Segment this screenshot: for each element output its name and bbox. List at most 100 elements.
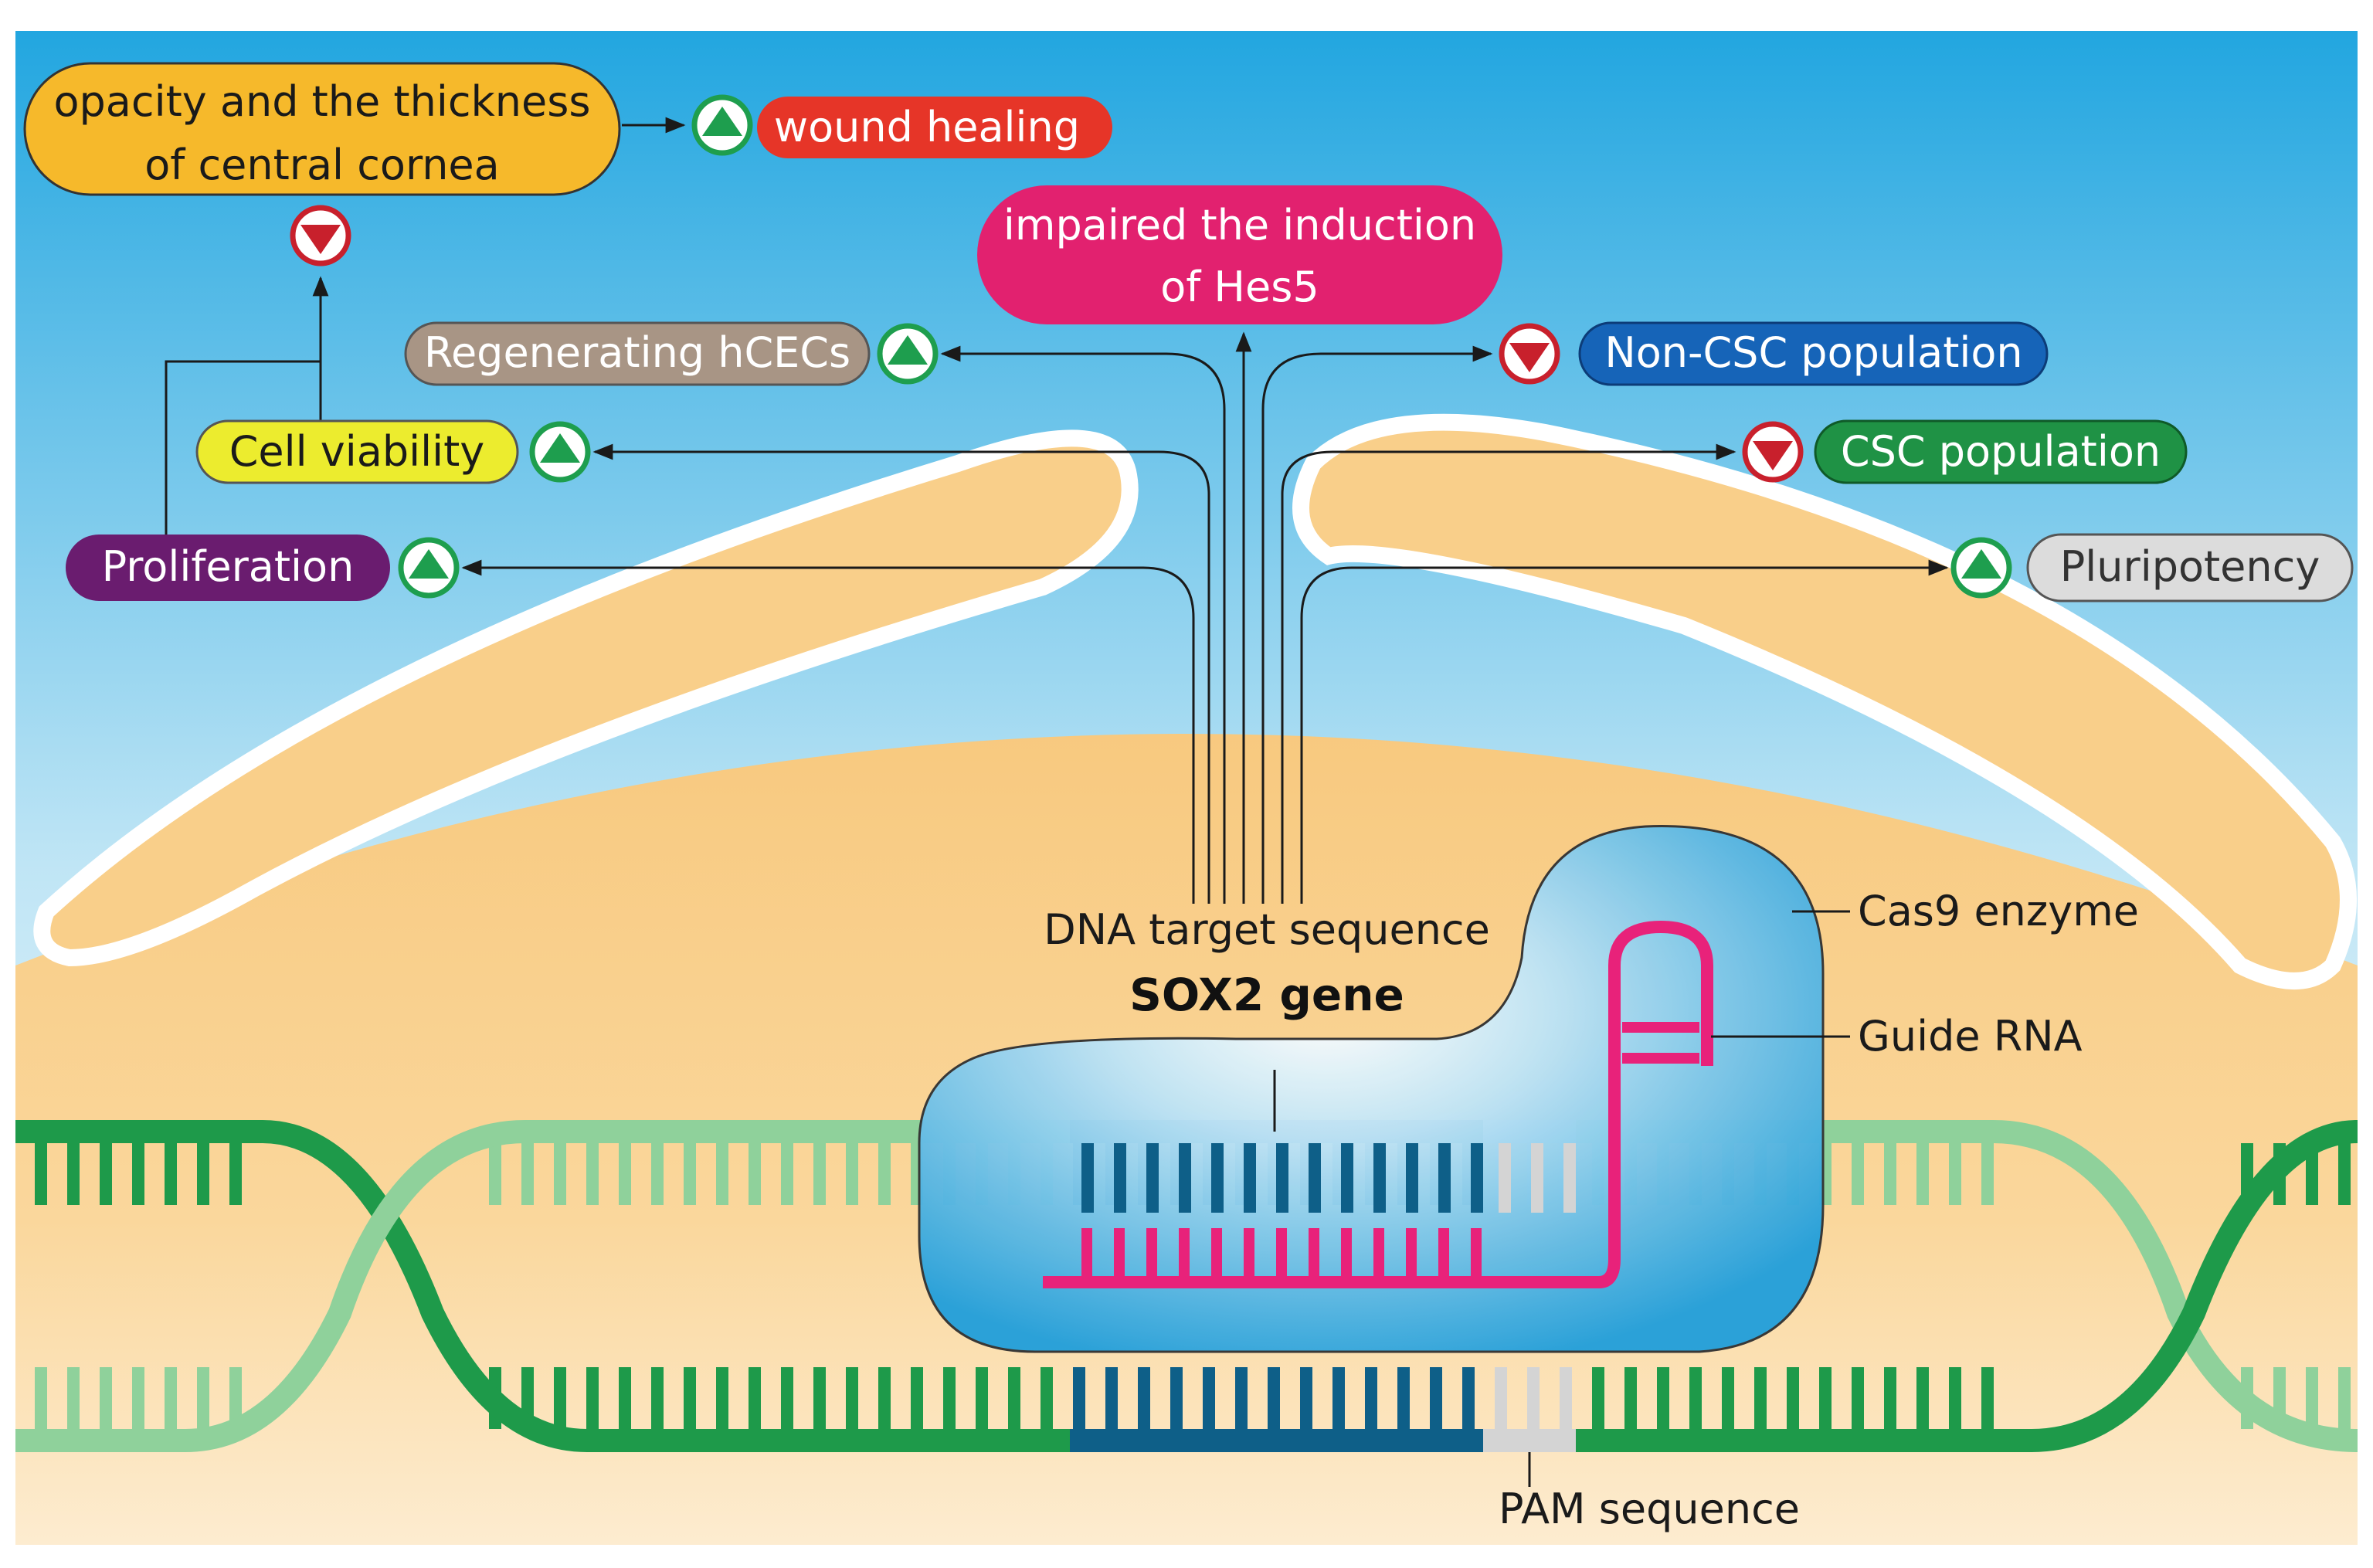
guide-rna-base xyxy=(1438,1228,1449,1284)
dna-rung xyxy=(197,1367,209,1429)
dna-rung xyxy=(651,1143,664,1205)
outcome-cell-viability-box xyxy=(195,419,519,484)
dna-rung xyxy=(651,1367,664,1429)
effect-arrows xyxy=(165,117,1949,1487)
outcome-opacity-box xyxy=(23,62,621,196)
target-rung xyxy=(1309,1143,1321,1213)
target-rung xyxy=(1146,1143,1159,1213)
dna-backbone-light-right xyxy=(1576,1120,2358,1452)
dna-rung xyxy=(1657,1367,1669,1429)
dna-rung xyxy=(1916,1367,1929,1429)
dna-rung xyxy=(489,1143,501,1205)
outcome-regenerating-box xyxy=(404,321,871,386)
dna-rung xyxy=(2338,1367,2351,1429)
guide-rna-base xyxy=(1276,1228,1287,1284)
dna-rung xyxy=(1332,1367,1345,1429)
dna-rung xyxy=(1787,1367,1799,1429)
increase-indicator-icon xyxy=(691,94,753,156)
dna-rung xyxy=(1689,1367,1702,1429)
dna-rung xyxy=(1268,1367,1280,1429)
outcome-regenerating-label: Regenerating hCECs xyxy=(424,328,850,377)
effect-indicators xyxy=(290,94,2012,599)
guide-rna-base xyxy=(1309,1228,1319,1284)
dna-rung xyxy=(846,1143,858,1205)
pam-rung xyxy=(1531,1143,1543,1213)
dna-rung xyxy=(1235,1367,1248,1429)
dna-rung xyxy=(67,1143,80,1205)
target-rung xyxy=(1438,1143,1451,1213)
arrow-non-csc xyxy=(1261,345,1493,904)
dna-helix xyxy=(15,1120,2358,1452)
dna-rung xyxy=(781,1367,793,1429)
dna-rung xyxy=(619,1143,631,1205)
dna-rung xyxy=(976,1367,988,1429)
dna-rung xyxy=(197,1143,209,1205)
dna-rung xyxy=(521,1143,534,1205)
dna-rung xyxy=(132,1367,144,1429)
pam-strand-bottom xyxy=(1483,1429,1576,1452)
target-rung xyxy=(1081,1143,1094,1213)
dna-rung xyxy=(1203,1367,1215,1429)
dna-rung xyxy=(35,1367,47,1429)
outcome-csc-box xyxy=(1814,419,2188,484)
dna-rung xyxy=(716,1367,728,1429)
decrease-indicator-icon xyxy=(1742,421,1804,483)
dna-rung xyxy=(1884,1367,1896,1429)
dna-rung xyxy=(165,1367,177,1429)
pam-rung xyxy=(1563,1143,1576,1213)
dna-rung xyxy=(716,1143,728,1205)
dna-rung xyxy=(132,1143,144,1205)
outcome-opacity-line2: of central cornea xyxy=(144,141,500,189)
dna-rung xyxy=(911,1367,923,1429)
target-rung xyxy=(1373,1143,1386,1213)
increase-indicator-icon xyxy=(1950,537,2012,599)
outcome-wound-healing-label: wound healing xyxy=(774,103,1080,151)
target-rung xyxy=(1244,1143,1256,1213)
dna-rung xyxy=(1495,1367,1507,1429)
dna-backbone-light-left xyxy=(15,1120,1070,1452)
outcome-non-csc-box xyxy=(1578,321,2049,386)
dna-rung xyxy=(1722,1367,1734,1429)
dna-rung xyxy=(1397,1367,1410,1429)
outcome-pluripotency-box xyxy=(2026,533,2354,602)
outcome-proliferation-label: Proliferation xyxy=(102,542,355,591)
dna-rung xyxy=(684,1367,696,1429)
dna-rung xyxy=(165,1143,177,1205)
dna-rung xyxy=(1041,1367,1053,1429)
guide-rna-base xyxy=(1179,1228,1190,1284)
dna-rung xyxy=(1819,1367,1832,1429)
dna-rung xyxy=(878,1367,891,1429)
target-rung xyxy=(1179,1143,1191,1213)
dna-rung xyxy=(813,1143,826,1205)
pam-rung xyxy=(1499,1143,1511,1213)
target-rung xyxy=(1406,1143,1418,1213)
target-strand-bottom xyxy=(1070,1429,1483,1452)
arrow-cell-viability xyxy=(592,443,1210,904)
dna-rung xyxy=(1624,1367,1637,1429)
dna-rung xyxy=(1527,1367,1540,1429)
dna-rung xyxy=(1852,1367,1864,1429)
dna-rung xyxy=(619,1367,631,1429)
outcome-pluripotency-label: Pluripotency xyxy=(2060,542,2320,591)
dna-rung xyxy=(67,1367,80,1429)
increase-indicator-icon xyxy=(529,421,591,483)
dna-rung xyxy=(1138,1367,1150,1429)
dna-rung xyxy=(781,1143,793,1205)
dna-rung xyxy=(35,1143,47,1205)
dna-rung xyxy=(586,1143,599,1205)
dna-rung xyxy=(1105,1367,1118,1429)
cas9-label: Cas9 enzyme xyxy=(1858,887,2139,935)
dna-rung xyxy=(100,1143,112,1205)
dna-rung xyxy=(1852,1143,1864,1205)
guide-rna-base xyxy=(1211,1228,1222,1284)
arrow-csc xyxy=(1281,443,1736,904)
guide-rna-base xyxy=(1406,1228,1417,1284)
target-rung xyxy=(1211,1143,1224,1213)
dna-rung xyxy=(846,1367,858,1429)
dna-rung xyxy=(1981,1367,1994,1429)
dna-rung xyxy=(749,1367,761,1429)
dna-rung xyxy=(878,1143,891,1205)
dna-rung xyxy=(554,1143,566,1205)
increase-indicator-icon xyxy=(877,323,939,385)
dna-rung xyxy=(2338,1143,2351,1205)
